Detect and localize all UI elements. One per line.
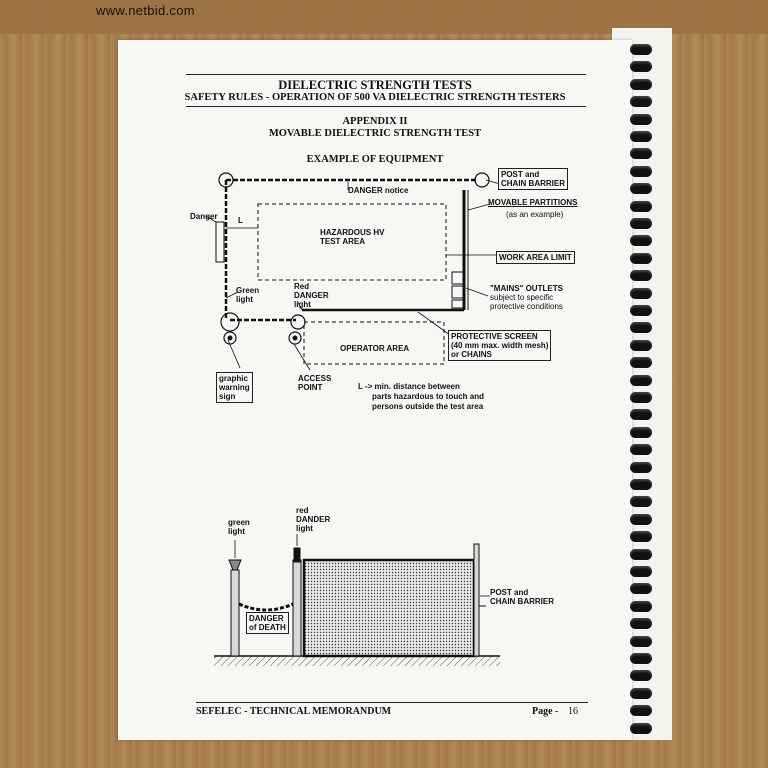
spiral-ring (630, 409, 652, 421)
document-page: DIELECTRIC STRENGTH TESTS SAFETY RULES -… (118, 40, 632, 740)
ground-hatch (214, 656, 500, 666)
hazard-area-box (257, 203, 447, 281)
side-chain (238, 602, 294, 612)
watermark-text: www.netbid.com (96, 3, 195, 18)
spiral-ring (630, 479, 652, 490)
outlet-3 (451, 299, 465, 309)
spiral-ring (630, 113, 652, 125)
spiral-ring (630, 722, 652, 734)
danger-sign (215, 221, 225, 263)
mains-outlets-label: "MAINS" OUTLETS subject to specific prot… (490, 284, 563, 311)
red-light-dot (292, 335, 298, 341)
spiral-ring (630, 392, 652, 403)
spiral-ring (630, 305, 652, 316)
appendix-title: MOVABLE DIELECTRIC STRENGTH TEST (268, 128, 482, 139)
green-light-lamp (228, 559, 242, 571)
appendix-number: APPENDIX II (342, 116, 408, 127)
spiral-ring (630, 670, 652, 682)
spiral-binding (620, 40, 660, 740)
post-top-right (474, 172, 490, 188)
header-title: DIELECTRIC STRENGTH TESTS (278, 78, 472, 92)
spiral-ring (630, 131, 652, 142)
spiral-ring (630, 322, 652, 334)
spiral-ring (630, 461, 652, 473)
danger-label: Danger (190, 212, 218, 221)
l-label: L (238, 216, 243, 225)
spiral-ring (630, 200, 652, 212)
side-elevation-diagram (214, 534, 500, 666)
right-post (473, 543, 480, 657)
l-note: L -> min. distance between parts hazardo… (358, 382, 485, 411)
spiral-ring (630, 44, 652, 55)
spiral-ring (630, 357, 652, 369)
footer-page-label: Page - (532, 706, 559, 717)
spiral-ring (630, 653, 652, 664)
header-bottom-rule (186, 106, 586, 107)
spiral-ring (630, 687, 652, 699)
post-bottom-left (220, 312, 240, 332)
footer-page-number: 16 (568, 706, 578, 717)
green-light-post (230, 569, 240, 657)
spiral-ring (630, 513, 652, 525)
spiral-ring (630, 705, 652, 717)
header-top-rule (186, 74, 586, 75)
red-light-lamp (293, 547, 301, 563)
protective-screen-label: PROTECTIVE SCREEN(40 mm max. width mesh)… (448, 330, 552, 361)
spiral-ring (630, 566, 652, 577)
spiral-ring (630, 165, 652, 177)
spiral-ring (630, 600, 652, 612)
spiral-ring (630, 287, 652, 299)
spiral-ring (630, 218, 652, 229)
movable-partitions-label: MOVABLE PARTITIONS (488, 198, 578, 207)
spiral-ring (630, 635, 652, 647)
spiral-ring (630, 618, 652, 630)
spiral-ring (630, 374, 652, 386)
spiral-ring (630, 183, 652, 195)
operator-area-label: OPERATOR AREA (340, 344, 410, 353)
outlet-1 (451, 271, 465, 285)
header-subtitle: SAFETY RULES - OPERATION OF 500 VA DIELE… (184, 92, 566, 103)
spiral-ring (630, 61, 652, 73)
equipment-plan-diagram (205, 172, 501, 371)
green-light-dot (227, 335, 233, 341)
example-title: EXAMPLE OF EQUIPMENT (306, 154, 444, 165)
spiral-ring (630, 444, 652, 456)
spiral-ring (630, 270, 652, 282)
spiral-ring (630, 78, 652, 90)
spiral-ring (630, 339, 652, 351)
work-area-limit-label: WORK AREA LIMIT (496, 251, 575, 264)
mesh-screen (302, 558, 476, 658)
danger-notice-label: DANGER notice (348, 186, 409, 195)
spiral-ring (630, 252, 652, 264)
spiral-ring (630, 426, 652, 438)
spiral-ring (630, 496, 652, 508)
footer-title: SEFELEC - TECHNICAL MEMORANDUM (196, 706, 392, 717)
spiral-ring (630, 548, 652, 560)
as-example-label: (as an example) (506, 210, 564, 219)
operator-area-box (303, 321, 445, 365)
post-top-left (218, 172, 234, 188)
spiral-ring (630, 531, 652, 543)
outlet-2 (451, 285, 465, 299)
red-light-symbol (288, 331, 302, 345)
footer-rule (196, 702, 588, 703)
red-light-post (292, 559, 302, 657)
spiral-ring (630, 96, 652, 108)
spiral-ring (630, 148, 652, 160)
spiral-ring (630, 583, 652, 595)
spiral-ring (630, 235, 652, 247)
